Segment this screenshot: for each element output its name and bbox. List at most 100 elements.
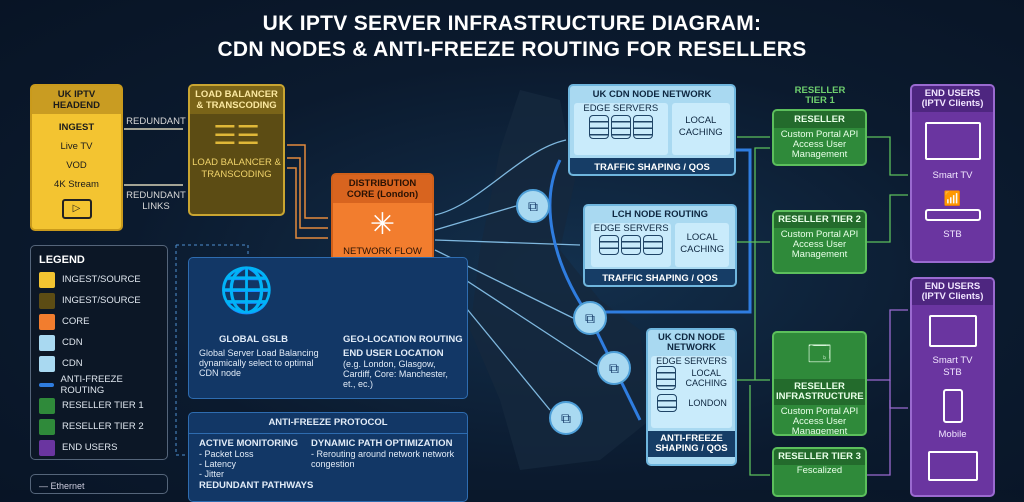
edge-servers-label: EDGE SERVERS [656,356,727,366]
legend-item: CDN [39,353,159,374]
network-node-icon: ⧉ [573,301,607,335]
browser-gear-icon: 🗔 [807,341,832,366]
gslb-desc: Global Server Load Balancing dynamically… [199,348,319,378]
server-icon [632,115,653,139]
legend-label: INGEST/SOURCE [62,295,141,306]
tier1-label: RESELLER TIER 1 [794,85,846,106]
cdn-header: UK CDN NODE NETWORK [592,89,712,100]
legend-swatch [39,292,55,309]
cdn-node-1: UK CDN NODE NETWORK EDGE SERVERS LOCAL C… [568,84,736,176]
laptop-icon [927,451,978,481]
ethernet-label: Ethernet [50,481,85,491]
reseller-header: RESELLER [774,111,865,128]
globe-icon: 🌐 [219,266,274,315]
redundant-pathways: REDUNDANT PATHWAYS [199,480,314,491]
reseller-features: Custom Portal API Access User Management [780,129,859,160]
geo-sub: END USER LOCATION [343,348,444,359]
reseller-infrastructure: 🗔 RESELLER INFRASTRUCTURE Custom Portal … [772,331,867,436]
play-monitor-icon: ▷ [61,199,92,219]
load-balancer-caption: LOAD BALANCER & TRANSCODING [192,157,281,180]
legend-label: ANTI-FREEZE ROUTING [60,373,123,396]
legend-item: END USERS [39,437,159,458]
headend-header: UK IPTV HEADEND [32,86,121,114]
legend-swatch [39,355,55,372]
device-label: Smart TV [932,170,973,181]
load-balancer-box: LOAD BALANCER & TRANSCODING ☰☰ LOAD BALA… [188,84,285,216]
reseller-features: Fescalized [796,465,843,476]
reseller-features: Custom Portal API Access User Management [780,406,859,436]
headend-item: INGEST [58,122,95,133]
device-label: STB [943,229,962,240]
legend-swatch [39,271,55,288]
wifi-icon: 📶 [943,190,962,206]
local-caching: LOCAL CACHING [671,103,730,155]
anti-freeze-title: ANTI-FREEZE PROTOCOL [189,413,467,434]
monitor-item: - Latency [199,459,237,469]
cdn-footer: TRAFFIC SHAPING / QOS [570,158,734,174]
edge-servers-label: EDGE SERVERS [593,223,669,234]
legend-swatch [39,334,55,351]
server-icon [588,115,609,139]
title-line-1: UK IPTV SERVER INFRASTRUCTURE DIAGRAM: [262,12,762,35]
monitor-item: - Jitter [199,469,225,479]
dpo-title: DYNAMIC PATH OPTIMIZATION [311,438,453,449]
load-balancer-header: LOAD BALANCER & TRANSCODING [190,86,283,114]
headend-item: 4K Stream [54,179,99,190]
monitoring-title: ACTIVE MONITORING [199,438,299,449]
local-caching: LOCAL CACHING [675,223,729,267]
redundant-label: REDUNDANT [126,116,186,127]
reseller-tier-1: RESELLER Custom Portal API Access User M… [772,109,867,166]
core-header: DISTRIBUTION CORE (London) [333,175,432,203]
device-label: Smart TV STB [932,355,973,378]
local-caching: LOCAL CACHING [685,368,727,388]
legend-swatch [39,418,55,435]
legend-swatch [39,313,55,330]
legend-swatch [39,382,54,387]
title-line-2: CDN NODES & ANTI-FREEZE ROUTING FOR RESE… [217,38,807,61]
legend-label: CDN [62,358,83,369]
cdn-node-3: UK CDN NODE NETWORK EDGE SERVERS LOCAL C… [646,328,737,466]
server-icon [655,366,676,390]
cdn-header: LCH NODE ROUTING [611,209,709,220]
headend-item: Live TV [60,141,93,152]
legend-swatch [39,397,55,414]
legend-label: CORE [62,316,90,327]
legend-item: INGEST/SOURCE [39,269,159,290]
server-icon [657,394,678,412]
core-caption: NETWORK FLOW [343,246,422,257]
legend-item: CDN [39,332,159,353]
server-icon [643,235,664,255]
end-users-header: END USERS (IPTV Clients) [912,86,993,112]
monitor-item: - Packet Loss [199,449,254,459]
cdn-node-2: LCH NODE ROUTING EDGE SERVERS LOCAL CACH… [583,204,737,287]
network-node-icon: ⧉ [516,189,550,223]
server-icon [621,235,642,255]
reseller-tier-3: RESELLER TIER 3 Fescalized [772,447,867,497]
legend-label: END USERS [62,442,118,453]
end-users-header: END USERS (IPTV Clients) [912,279,993,305]
device-label: Mobile [938,429,967,440]
gslb-box: 🌐 GLOBAL GSLB Global Server Load Balanci… [188,257,468,399]
end-users-2: END USERS (IPTV Clients) Smart TV STB Mo… [910,277,995,497]
london-label: LONDON [688,398,727,408]
legend-item: CORE [39,311,159,332]
server-icon [610,115,631,139]
dpo-desc: - Rerouting around network network conge… [311,449,455,469]
end-users-1: END USERS (IPTV Clients) Smart TV 📶 STB [910,84,995,263]
network-node-icon: ⧉ [549,401,583,435]
geo-desc: (e.g. London, Glasgow, Cardiff, Core: Ma… [343,359,448,389]
gslb-title: GLOBAL GSLB [219,334,288,345]
reseller-header: RESELLER TIER 2 [774,212,865,228]
legend-label: RESELLER TIER 2 [62,421,144,432]
legend-swatch [39,439,55,456]
line-legend: — Ethernet [30,474,168,494]
network-node-icon: ⧉ [597,351,631,385]
legend-label: CDN [62,337,83,348]
legend-label: RESELLER TIER 1 [62,400,144,411]
geo-title: GEO-LOCATION ROUTING [343,334,463,345]
edge-servers-label: EDGE SERVERS [583,103,659,114]
stb-icon [924,209,981,221]
headend-box: UK IPTV HEADEND INGEST Live TV VOD 4K St… [30,84,123,231]
legend-item: RESELLER TIER 2 [39,416,159,437]
